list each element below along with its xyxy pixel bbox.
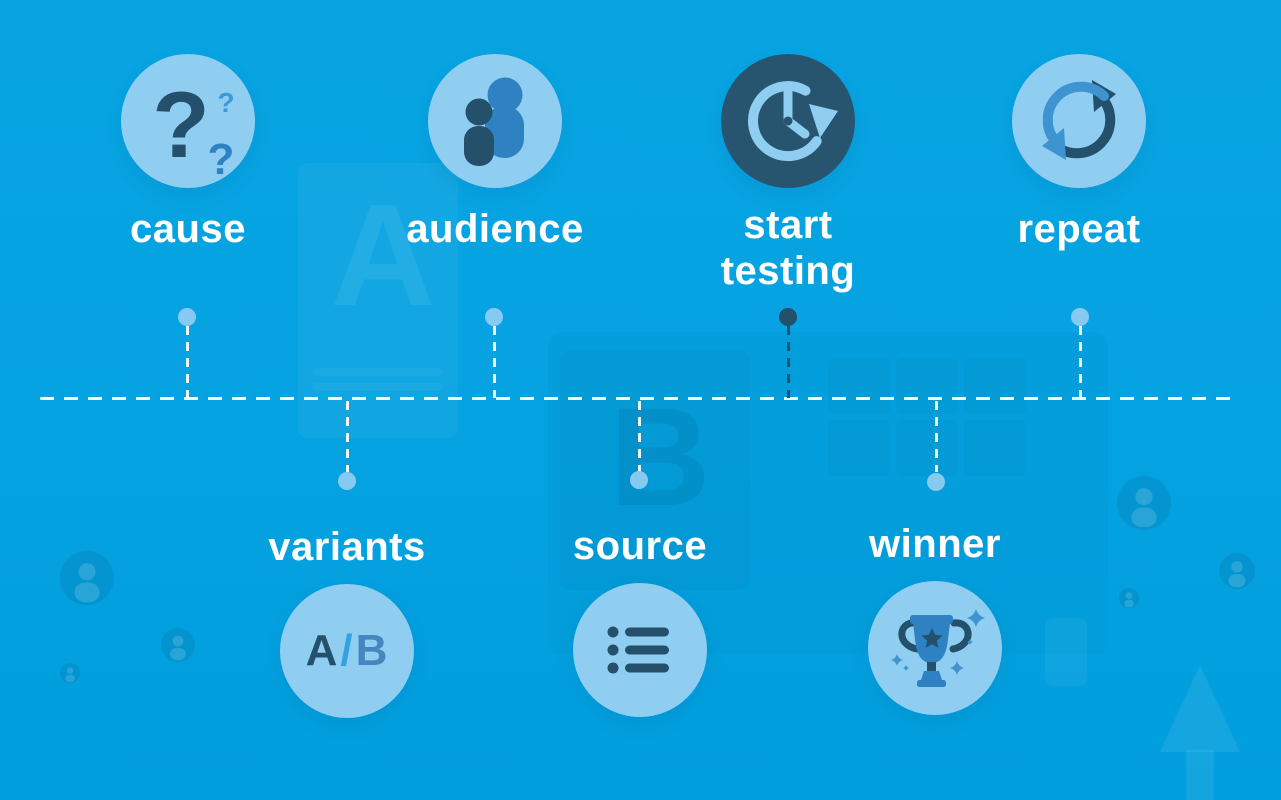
step-label-variants: variants: [268, 525, 426, 569]
repeat-circle: [1012, 54, 1146, 188]
avatar-icon: [59, 662, 81, 684]
step-variants: variants A/B: [227, 524, 467, 718]
connector-source: [638, 401, 641, 472]
audience-people-icon: [464, 77, 524, 166]
avatar-icon: [160, 627, 196, 663]
step-label-audience: audience: [406, 207, 584, 251]
trophy-icon: [891, 609, 985, 687]
timeline-dot-start-testing: [779, 308, 797, 326]
step-audience: audience: [375, 54, 615, 252]
start-testing-circle: [721, 54, 855, 188]
letter-b-watermark: B: [609, 378, 710, 535]
step-source: source: [520, 523, 760, 717]
connector-cause: [186, 326, 189, 398]
timeline-dot-audience: [485, 308, 503, 326]
question-marks-icon: ? ? ?: [152, 72, 235, 184]
timeline-dashed-line: [40, 397, 1240, 400]
svg-text:?: ?: [217, 87, 234, 118]
clock-history-icon: [748, 81, 838, 162]
list-icon: [607, 626, 669, 674]
sparkles: [891, 609, 985, 675]
timeline-dot-winner: [927, 473, 945, 491]
step-label-repeat: repeat: [1017, 207, 1141, 251]
ab-variants-icon: A/B: [305, 626, 389, 675]
step-label-winner: winner: [869, 522, 1001, 566]
step-label-start-testing: start testing: [720, 203, 856, 293]
step-winner: winner: [815, 521, 1055, 715]
connector-start-testing: [787, 326, 790, 398]
connector-winner: [935, 401, 938, 472]
step-start-testing: start testing: [668, 54, 908, 294]
connector-variants: [346, 401, 349, 472]
timeline-dot-variants: [338, 472, 356, 490]
connector-repeat: [1079, 326, 1082, 398]
step-cause: ? ? ? cause: [68, 54, 308, 252]
connector-audience: [493, 326, 496, 398]
step-repeat: repeat: [959, 54, 1199, 252]
timeline-dot-cause: [178, 308, 196, 326]
timeline-dot-source: [630, 471, 648, 489]
variants-circle: A/B: [280, 584, 414, 718]
grid-watermark: [828, 358, 1026, 476]
svg-text:?: ?: [208, 135, 235, 184]
step-label-cause: cause: [130, 207, 246, 251]
arrow-up-watermark: [1160, 665, 1240, 800]
svg-text:?: ?: [152, 72, 209, 177]
avatar-icon: [1219, 553, 1255, 589]
winner-circle: [868, 581, 1002, 715]
source-circle: [573, 583, 707, 717]
avatar-icon: [1118, 587, 1140, 609]
timeline-dot-repeat: [1071, 308, 1089, 326]
cause-circle: ? ? ?: [121, 54, 255, 188]
repeat-arrows-icon: [1042, 80, 1116, 160]
audience-circle: [428, 54, 562, 188]
step-label-source: source: [572, 524, 708, 568]
avatar-icon: [1117, 476, 1171, 530]
avatar-icon: [60, 551, 114, 605]
